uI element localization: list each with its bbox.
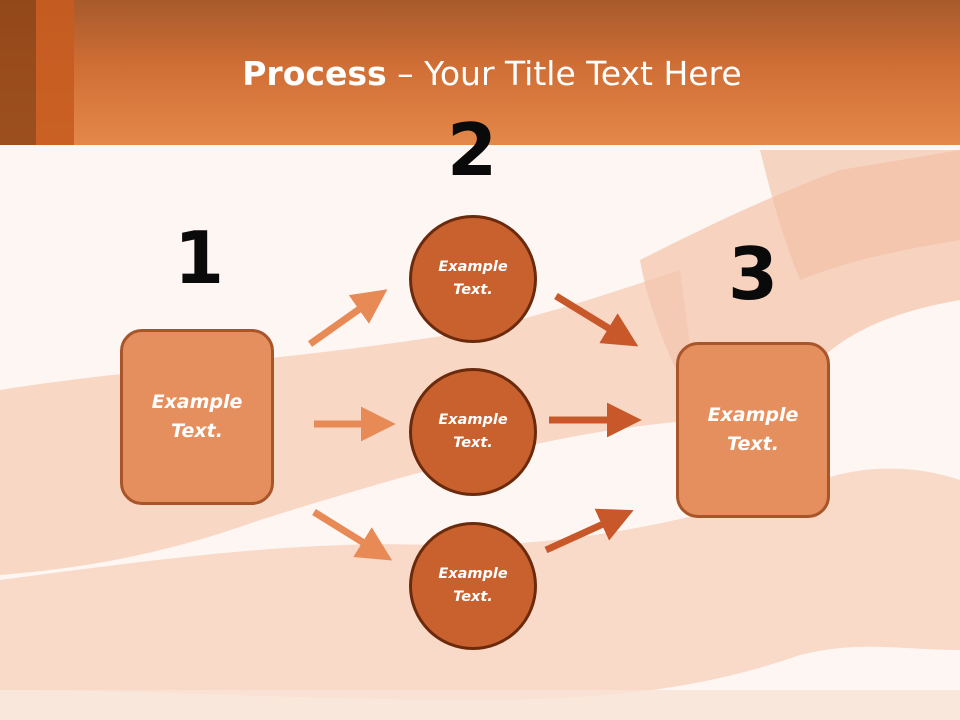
step-3-box: Example Text. <box>676 342 830 518</box>
arrow-1-to-2-top <box>307 289 388 347</box>
arrow-2-top-to-3 <box>554 293 639 347</box>
slide-title: Process – Your Title Text Here <box>0 52 960 96</box>
step-number-2: 2 <box>446 108 498 192</box>
step-2-circle-middle-text: Example Text. <box>438 412 508 451</box>
step-2-circle-bottom-text: Example Text. <box>438 566 508 605</box>
arrow-1-to-2-bottom <box>312 509 393 561</box>
header-stripe-light <box>36 0 74 145</box>
step-3-text: Example Text. <box>707 404 799 455</box>
step-number-1: 1 <box>173 216 225 300</box>
step-2-circle-bottom: Example Text. <box>409 522 537 650</box>
step-1-box: Example Text. <box>120 329 274 505</box>
header-bar <box>0 0 960 145</box>
step-2-circle-top: Example Text. <box>409 215 537 343</box>
step-number-3: 3 <box>727 232 779 316</box>
title-bold: Process <box>242 54 387 93</box>
step-2-circle-middle: Example Text. <box>409 368 537 496</box>
title-rest: – Your Title Text Here <box>386 54 742 93</box>
arrow-2-bottom-to-3 <box>544 508 634 554</box>
step-1-text: Example Text. <box>151 391 243 442</box>
header-stripe-dark <box>0 0 36 145</box>
step-2-circle-top-text: Example Text. <box>438 259 508 298</box>
